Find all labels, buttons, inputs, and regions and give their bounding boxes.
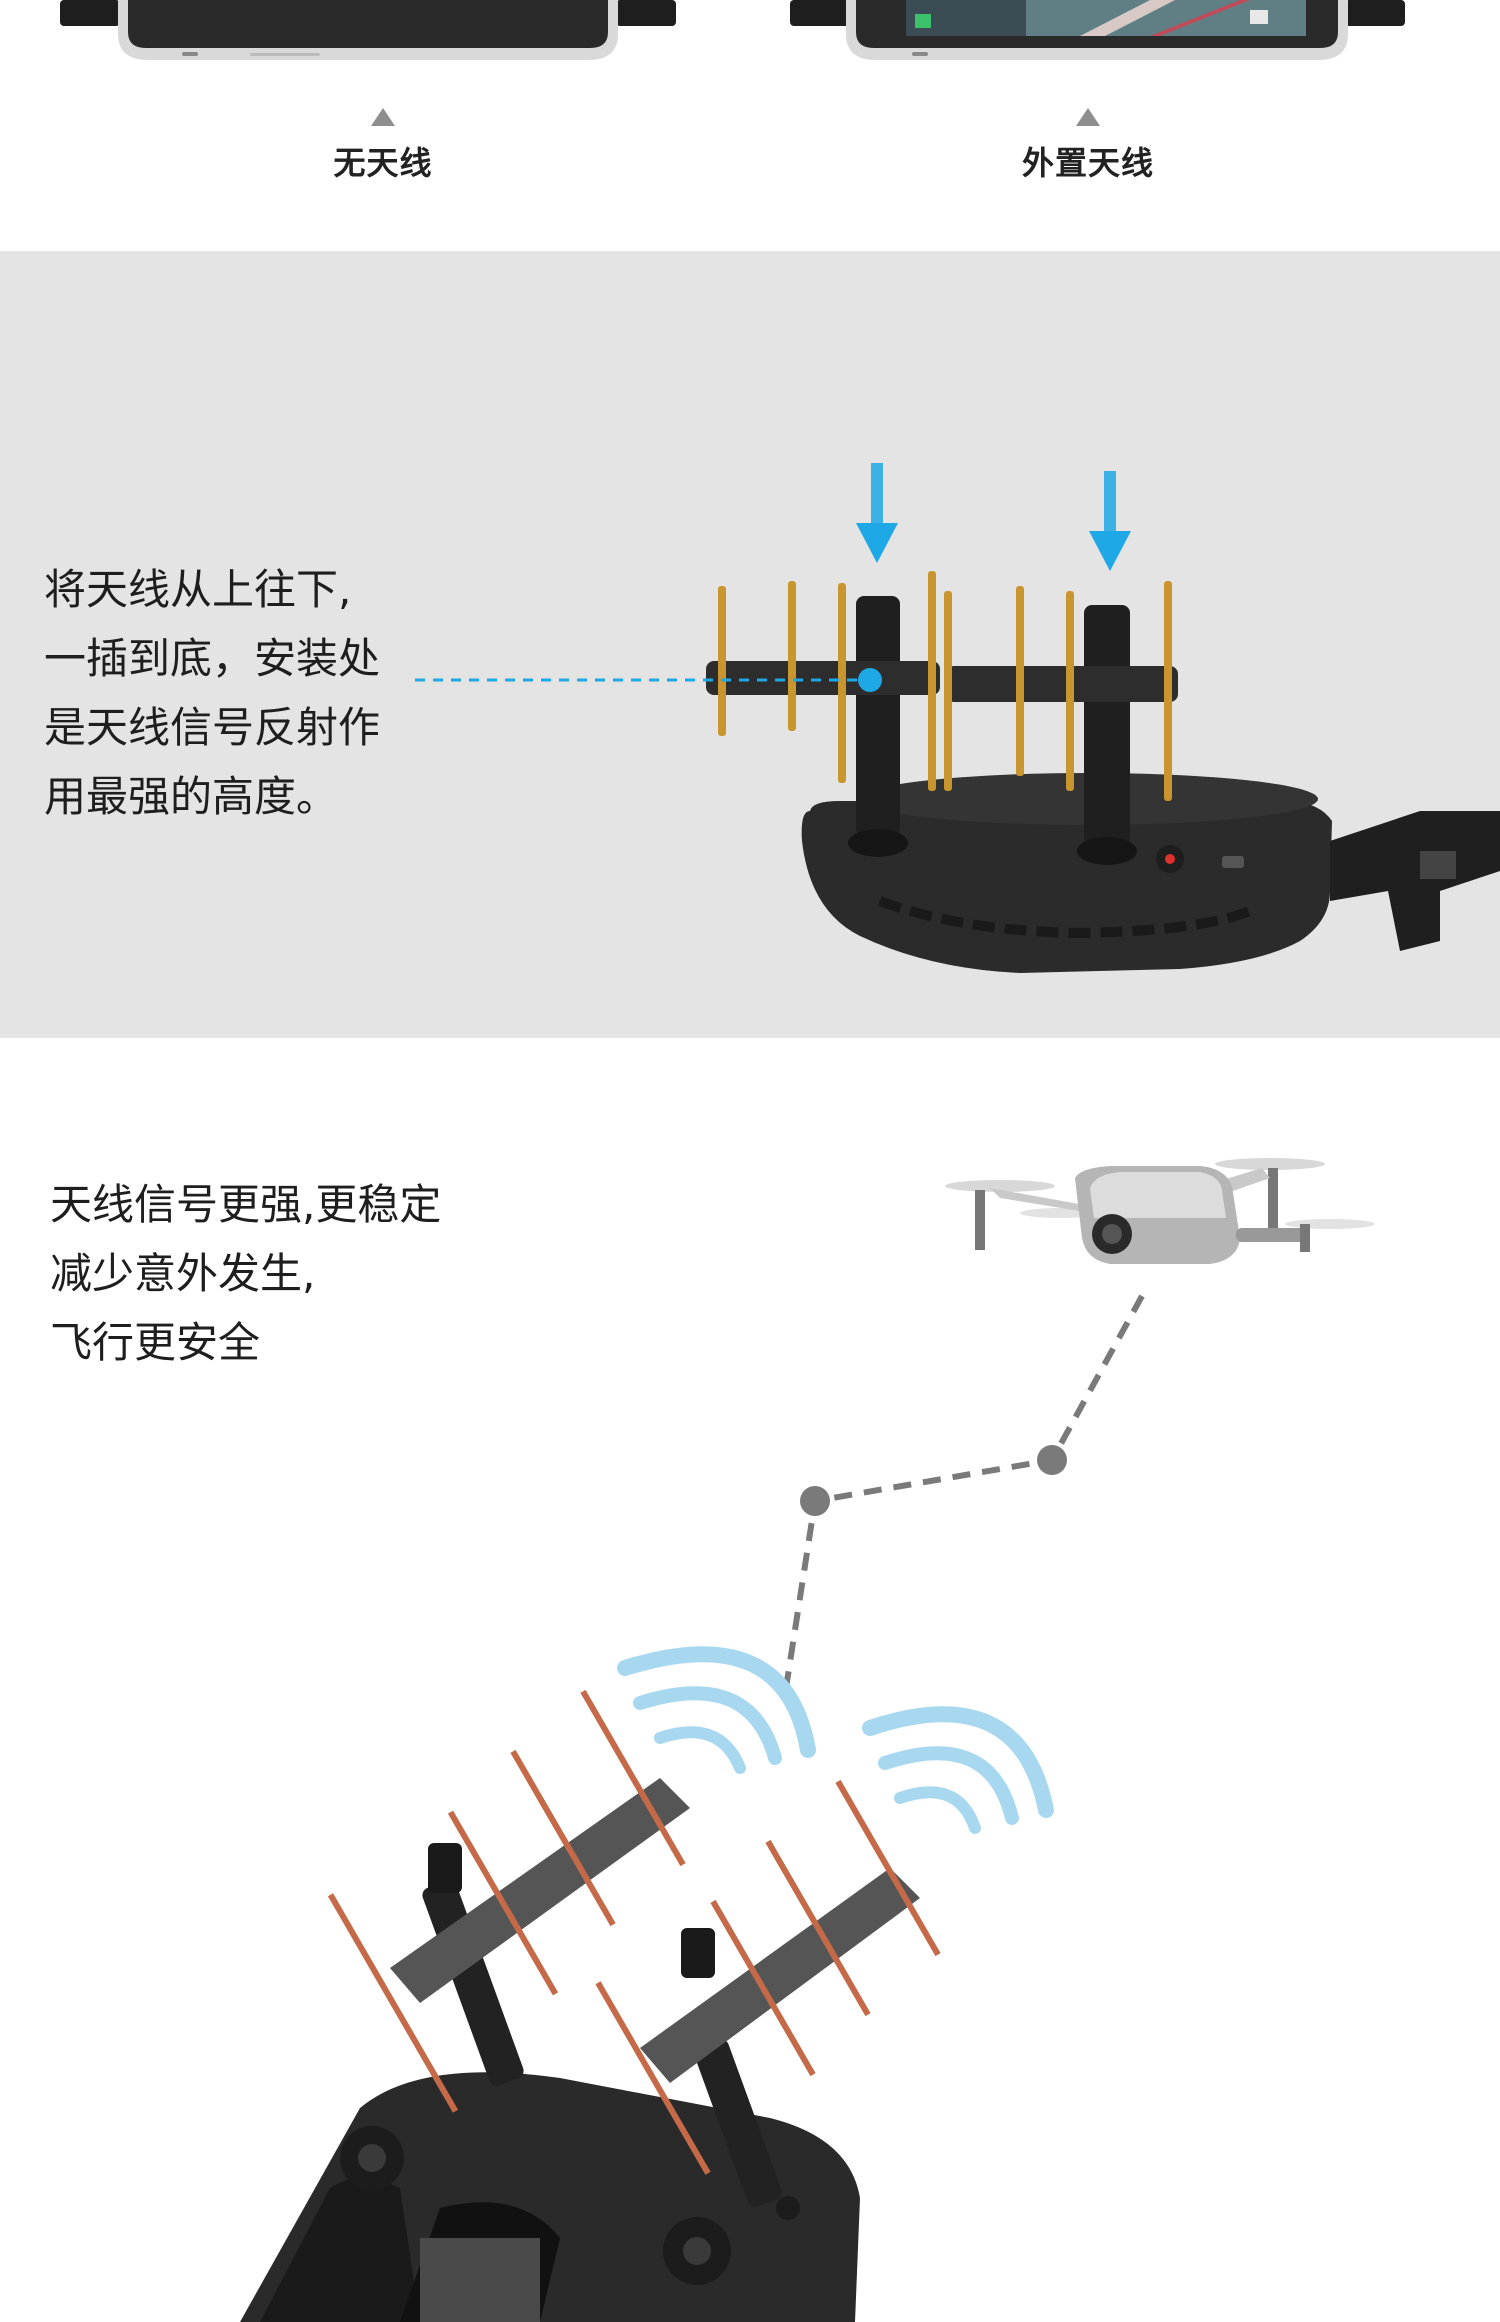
drone-image (945, 1158, 1375, 1264)
install-instruction-text: 将天线从上往下, 一插到底，安装处 是天线信号反射作 用最强的高度。 (44, 555, 380, 831)
controller-phones-illustration (60, 0, 1405, 60)
up-triangle-icon (1076, 108, 1100, 126)
insert-down-arrow-icon (1089, 471, 1131, 571)
signal-wave-icon (617, 1646, 816, 1774)
caption-no-antenna-label: 无天线 (333, 144, 433, 182)
signal-line: 天线信号更强,更稳定 (50, 1180, 442, 1229)
install-line: 将天线从上往下, (44, 565, 352, 614)
insert-down-arrow-icon (856, 463, 898, 563)
install-line: 一插到底，安装处 (44, 634, 381, 683)
caption-external-antenna: 外置天线 (938, 108, 1238, 184)
install-line: 用最强的高度。 (44, 772, 339, 821)
up-triangle-icon (371, 108, 395, 126)
install-line: 是天线信号反射作 (44, 703, 381, 752)
signal-path (783, 1294, 1145, 1689)
yagi-antenna-left (327, 1689, 690, 2113)
caption-external-antenna-label: 外置天线 (1021, 144, 1154, 182)
pointer-dot (858, 668, 882, 692)
controller-no-antenna-image (60, 0, 676, 60)
signal-section: 天线信号更强,更稳定 减少意外发生, 飞行更安全 (0, 1038, 1500, 2322)
install-section: 将天线从上往下, 一插到底，安装处 是天线信号反射作 用最强的高度。 (0, 251, 1500, 1038)
yagi-antenna-left (706, 571, 940, 791)
remote-controller-image (801, 596, 1500, 973)
signal-line: 减少意外发生, (50, 1249, 316, 1298)
caption-no-antenna: 无天线 (233, 108, 533, 184)
antenna-install-illustration (415, 463, 1500, 973)
comparison-section: 无天线 外置天线 (0, 0, 1500, 251)
signal-benefit-text: 天线信号更强,更稳定 减少意外发生, 飞行更安全 (50, 1170, 441, 1377)
signal-illustration (240, 1158, 1375, 2322)
signal-wave-icon (862, 1706, 1054, 1834)
controller-external-antenna-image (790, 0, 1405, 60)
remote-controller-with-antennas-image (240, 1843, 860, 2322)
yagi-antenna-right (944, 581, 1178, 801)
yagi-antenna-right (595, 1779, 941, 2175)
signal-line: 飞行更安全 (50, 1318, 261, 1367)
